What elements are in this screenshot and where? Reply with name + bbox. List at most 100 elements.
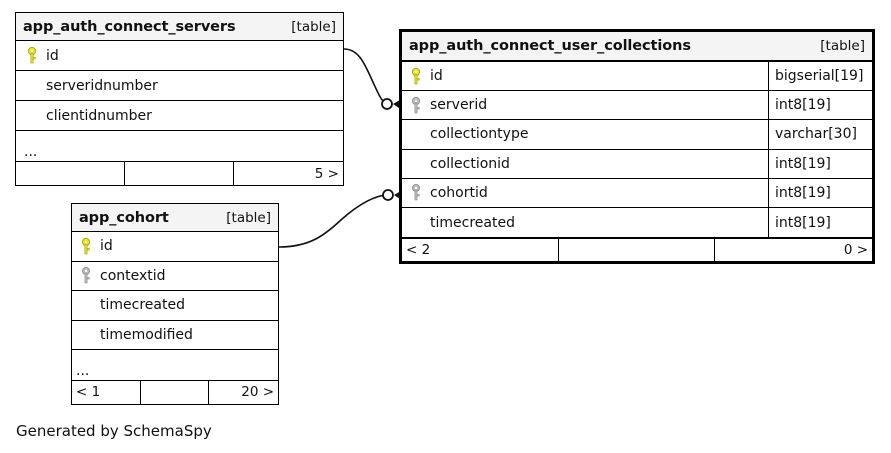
column-type: int8[19] [775, 184, 831, 201]
table-kind-badge: [table] [820, 38, 865, 54]
no-key-icon [24, 107, 40, 125]
table-footer: 5 > [16, 161, 343, 185]
column-label: clientidnumber [46, 107, 152, 124]
primary-key-icon [24, 47, 40, 65]
footer-cell-left[interactable]: < 1 [72, 380, 141, 404]
table-kind-badge: [table] [291, 18, 336, 35]
column-label: serveridnumber [46, 77, 158, 94]
table-columns: id bigserial[19] serv [402, 62, 872, 238]
table-header: app_auth_connect_user_collections [table… [402, 32, 872, 62]
relationship-line-servers-to-collections [343, 48, 386, 104]
foreign-key-icon [78, 267, 94, 285]
column-label: collectiontype [430, 126, 529, 143]
table-footer: < 1 20 > [72, 379, 278, 404]
table-kind-badge: [table] [226, 209, 271, 226]
table-app-auth-connect-user-collections[interactable]: app_auth_connect_user_collections [table… [399, 29, 875, 265]
column-label: cohortid [430, 184, 488, 201]
column-type: int8[19] [775, 214, 831, 231]
foreign-key-icon [408, 96, 424, 114]
foreign-key-icon [408, 184, 424, 202]
table-row[interactable]: cohortid int8[19] [402, 178, 872, 208]
table-row[interactable]: collectiontype varchar[30] [402, 120, 872, 150]
more-columns-row[interactable]: ... [72, 350, 278, 380]
more-columns-row[interactable]: ... [16, 131, 343, 161]
column-type-cell: bigserial[19] [768, 62, 872, 91]
ellipsis-label: ... [76, 365, 90, 376]
column-type-cell: int8[19] [768, 178, 872, 207]
table-row[interactable]: id bigserial[19] [402, 62, 872, 92]
table-header: app_auth_connect_servers [table] [16, 13, 343, 41]
table-footer: < 2 0 > [402, 237, 872, 262]
column-name-cell: timecreated [402, 208, 768, 237]
footer-cell-middle[interactable] [559, 239, 716, 262]
table-row[interactable]: contextid [72, 262, 278, 291]
column-label: id [430, 68, 443, 85]
column-name-cell: ... [16, 131, 343, 161]
optional-marker-cohort-to-collections [382, 189, 394, 201]
footer-cell-right[interactable]: 5 > [314, 165, 339, 182]
footer-cell-left[interactable]: < 2 [402, 239, 559, 262]
column-label: contextid [100, 267, 166, 284]
table-row[interactable]: serverid int8[19] [402, 91, 872, 121]
table-row[interactable]: serveridnumber [16, 71, 343, 101]
table-row[interactable]: timemodified [72, 321, 278, 350]
footer-cell-left[interactable] [16, 162, 125, 185]
footer-cell-middle[interactable] [125, 162, 234, 185]
column-type: int8[19] [775, 155, 831, 172]
column-type-cell: int8[19] [768, 207, 872, 238]
table-row[interactable]: id [72, 232, 278, 262]
column-name-cell: ... [72, 350, 278, 380]
column-label: timemodified [100, 326, 193, 343]
primary-key-icon [408, 67, 424, 85]
column-name-cell: id [402, 62, 768, 90]
column-name-cell: timemodified [72, 321, 278, 350]
no-key-icon [24, 77, 40, 95]
table-row[interactable]: timecreated [72, 291, 278, 321]
column-type: varchar[30] [775, 126, 857, 143]
relationship-line-cohort-to-collections [278, 194, 386, 248]
column-name-cell: id [72, 232, 278, 261]
no-key-icon [78, 296, 94, 314]
column-label: timecreated [100, 297, 185, 314]
table-row[interactable]: clientidnumber [16, 101, 343, 131]
table-columns: id contextid [72, 232, 278, 380]
column-name-cell: timecreated [72, 291, 278, 320]
table-columns: id serveridnumber clientidnumber [16, 41, 343, 161]
table-header: app_cohort [table] [72, 204, 278, 232]
column-name-cell: id [16, 41, 343, 70]
column-name-cell: collectiontype [402, 120, 768, 148]
no-key-icon [408, 155, 424, 173]
primary-key-icon [78, 237, 94, 255]
column-name-cell: contextid [72, 262, 278, 291]
table-title: app_cohort [79, 209, 169, 226]
footer-cell-middle[interactable] [141, 380, 210, 404]
no-key-icon [408, 214, 424, 232]
column-label: timecreated [430, 214, 515, 231]
column-label: id [46, 47, 59, 64]
table-app-auth-connect-servers[interactable]: app_auth_connect_servers [table] id [15, 12, 344, 186]
column-name-cell: serveridnumber [16, 71, 343, 100]
column-name-cell: cohortid [402, 179, 768, 207]
ellipsis-label: ... [24, 147, 38, 157]
column-type-cell: int8[19] [768, 91, 872, 120]
column-name-cell: serverid [402, 91, 768, 119]
diagram-caption: Generated by SchemaSpy [16, 422, 212, 440]
column-type-cell: varchar[30] [768, 120, 872, 149]
table-row[interactable]: id [16, 41, 343, 71]
column-type: bigserial[19] [775, 68, 864, 85]
footer-cell-right[interactable]: 20 > [241, 384, 275, 400]
table-title: app_auth_connect_servers [23, 18, 236, 35]
column-name-cell: collectionid [402, 150, 768, 178]
no-key-icon [78, 326, 94, 344]
table-app-cohort[interactable]: app_cohort [table] id [71, 203, 279, 405]
optional-marker-servers-to-collections [381, 98, 393, 110]
column-name-cell: clientidnumber [16, 101, 343, 130]
table-row[interactable]: timecreated int8[19] [402, 207, 872, 238]
column-label: collectionid [430, 155, 510, 172]
footer-cell-right[interactable]: 0 > [843, 242, 869, 259]
no-key-icon [408, 125, 424, 143]
column-type-cell: int8[19] [768, 149, 872, 178]
table-title: app_auth_connect_user_collections [409, 38, 691, 54]
table-row[interactable]: collectionid int8[19] [402, 149, 872, 179]
